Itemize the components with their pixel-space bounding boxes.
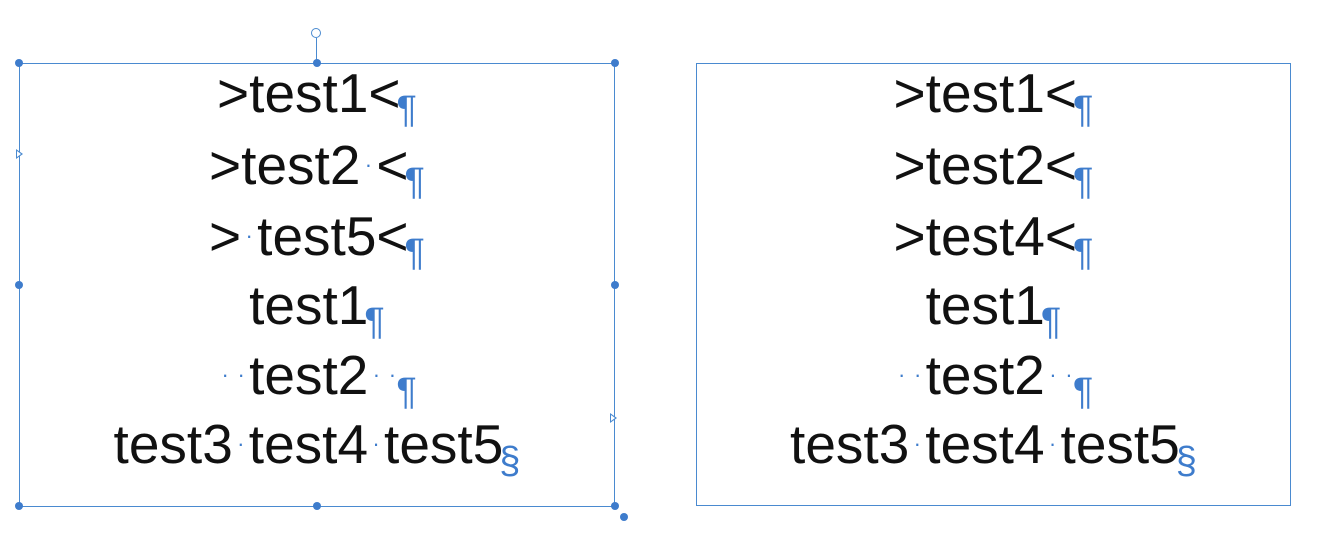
pilcrow-mark: ¶ (1072, 371, 1094, 413)
space-marker: · (1048, 431, 1057, 457)
text-line: test3·test4·test5§ (19, 413, 615, 482)
space-marker: · (364, 152, 373, 178)
text-line: ··test2··¶ (696, 344, 1291, 413)
text-run: test1 (249, 274, 369, 336)
space-marker: · (372, 431, 380, 457)
pilcrow-mark: ¶ (1040, 301, 1062, 343)
text-run: >test2 (209, 134, 361, 196)
overflow-handle[interactable] (620, 513, 628, 521)
rotation-handle-stem (316, 38, 317, 63)
text-line: >test1<¶ (19, 62, 615, 131)
pilcrow-mark: ¶ (1073, 161, 1094, 203)
pilcrow-mark: ¶ (364, 301, 385, 343)
pilcrow-mark: ¶ (404, 161, 425, 203)
space-marker: · (897, 362, 906, 388)
text-run: >test1< (893, 62, 1078, 124)
resize-handle-top[interactable] (313, 59, 321, 67)
resize-handle-left[interactable] (15, 281, 23, 289)
text-line: >test1<¶ (696, 62, 1291, 131)
text-line: test1¶ (696, 274, 1291, 343)
text-run: test2 (925, 344, 1045, 406)
space-marker: · (1065, 362, 1073, 388)
text-run: test4 (248, 413, 369, 475)
text-frame[interactable] (696, 63, 1291, 506)
pilcrow-mark: ¶ (396, 371, 417, 413)
space-marker: · (913, 431, 921, 457)
text-run: >test2< (893, 134, 1078, 196)
space-marker: · (237, 431, 245, 457)
space-marker: · (245, 223, 253, 249)
text-line: >test4<¶ (696, 205, 1291, 274)
space-marker: · (388, 362, 397, 388)
pilcrow-mark: ¶ (1073, 89, 1094, 131)
text-line: >test2·<¶ (19, 134, 615, 203)
text-run: < (376, 134, 409, 196)
space-marker: · (1049, 362, 1057, 388)
text-line: test3·test4·test5§ (696, 413, 1291, 482)
text-run: test5 (384, 413, 504, 475)
text-run: >test1< (217, 62, 401, 124)
pilcrow-mark: ¶ (404, 232, 425, 274)
rotation-handle[interactable] (311, 28, 321, 38)
text-run: test3 (113, 413, 233, 475)
text-line: ··test2··¶ (19, 344, 615, 413)
text-line: test1¶ (19, 274, 615, 343)
space-marker: · (221, 362, 229, 388)
text-run: test5 (1060, 413, 1180, 475)
space-marker: · (372, 362, 381, 388)
section-mark: § (1175, 440, 1197, 482)
text-run: test5< (257, 205, 409, 267)
section-mark: § (499, 440, 521, 482)
text-run: > (209, 205, 242, 267)
text-run: test4 (925, 413, 1045, 475)
space-marker: · (913, 362, 922, 388)
pilcrow-mark: ¶ (396, 89, 417, 131)
in-port-triangle[interactable] (16, 149, 23, 159)
left-text-content: >test1<¶>test2·<¶>·test5<¶test1¶··test2·… (19, 63, 615, 507)
space-marker: · (237, 362, 245, 388)
resize-handle-bottom[interactable] (313, 502, 321, 510)
out-port-triangle[interactable] (610, 413, 617, 423)
text-line: >test2<¶ (696, 134, 1291, 203)
resize-handle-right[interactable] (611, 281, 619, 289)
text-run: >test4< (893, 205, 1078, 267)
pilcrow-mark: ¶ (1073, 232, 1094, 274)
resize-handle-top-right[interactable] (611, 59, 619, 67)
resize-handle-bottom-right[interactable] (611, 502, 619, 510)
text-run: test1 (925, 274, 1045, 336)
resize-handle-top-left[interactable] (15, 59, 23, 67)
text-line: >·test5<¶ (19, 205, 615, 274)
resize-handle-bottom-left[interactable] (15, 502, 23, 510)
right-text-content: >test1<¶>test2<¶>test4<¶test1¶··test2··¶… (696, 63, 1291, 506)
text-run: test2 (249, 344, 369, 406)
text-run: test3 (790, 413, 910, 475)
